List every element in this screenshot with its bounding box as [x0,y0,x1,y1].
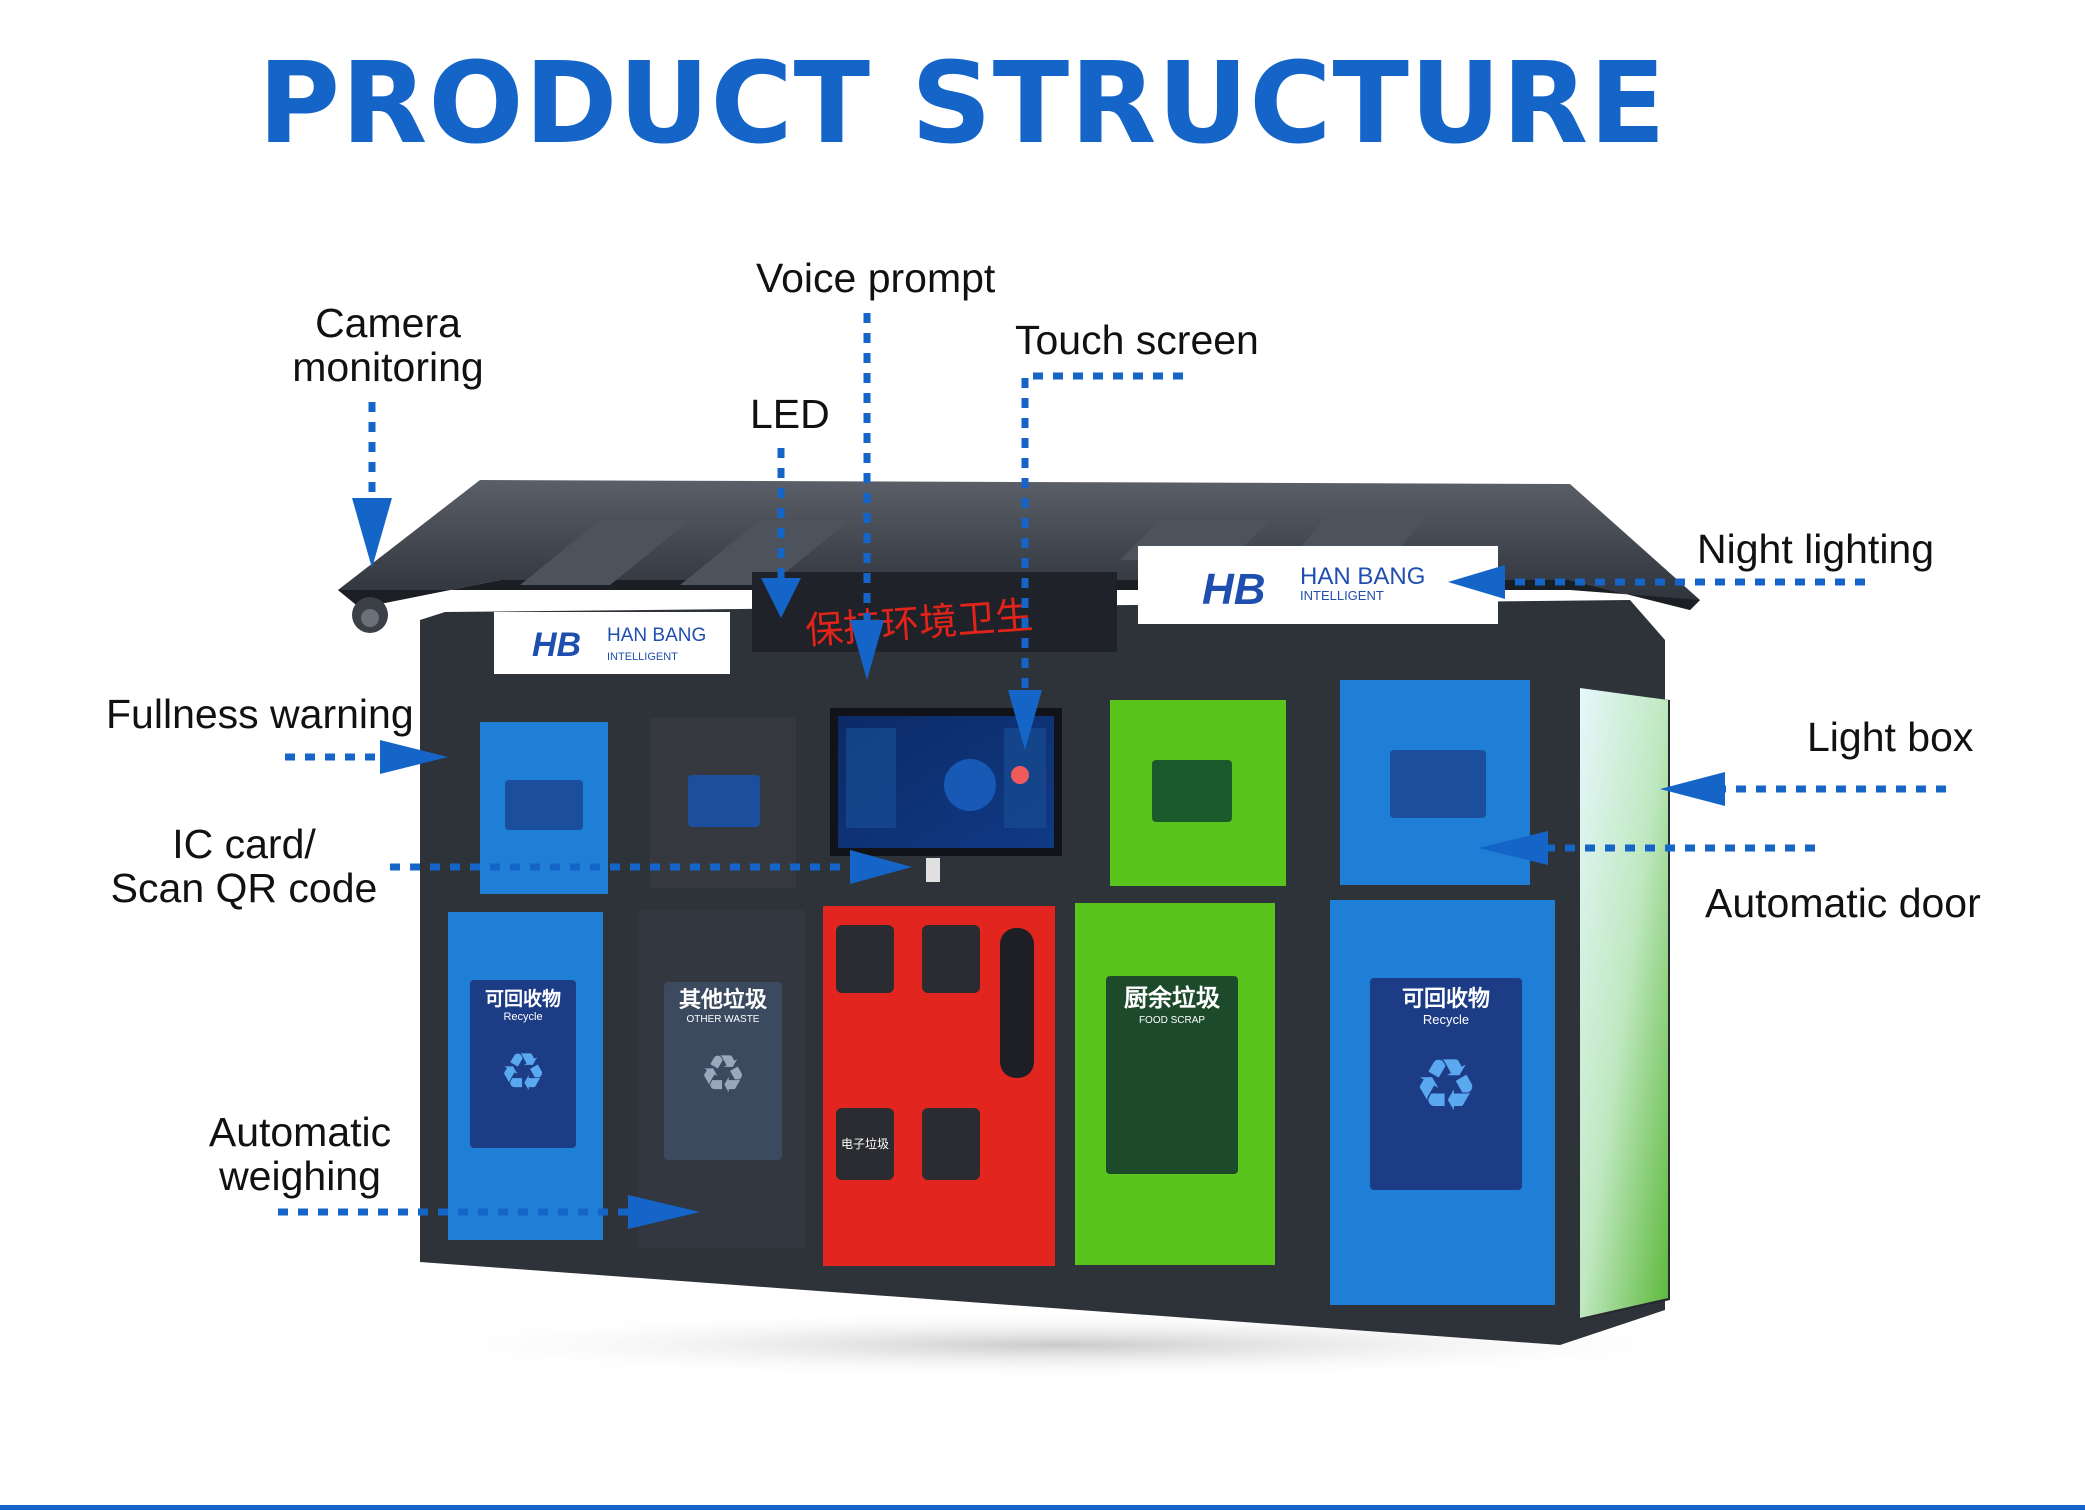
fullness-arrowhead [380,740,448,774]
brand-sub-left: INTELLIGENT [607,651,678,663]
page-title: PRODUCT STRUCTURE [258,39,1667,169]
touch-pointer-line [1021,372,1183,700]
label-ic-card: IC card/ Scan QR code [110,821,378,911]
battery-slot [1000,928,1034,1078]
brand-logo-right: HB [1202,565,1266,614]
hazard-box [922,1108,980,1180]
brand-name-right: HAN BANG [1300,563,1425,590]
bin-2-cn: 其他垃圾 [679,987,768,1012]
label-automatic-weighing: Automatic weighing [208,1109,392,1199]
brand-sub-right: INTELLIGENT [1300,588,1384,603]
bin-4-cn: 厨余垃圾 [1124,984,1220,1012]
brand-panel-left [494,612,730,674]
bin-1-en: Recycle [503,1011,542,1023]
label-fullness-warning: Fullness warning [106,691,414,737]
camera-arrowhead [352,498,392,568]
bin-4-en: FOOD SCRAP [1139,1015,1205,1026]
card-scanner [926,858,940,882]
bin-1-cn: 可回收物 [485,987,561,1010]
recycle-icon: ♻ [700,1046,747,1104]
label-touch-screen: Touch screen [1015,317,1259,363]
brand-panel-right [1138,546,1498,624]
ic-card-arrowhead [850,850,912,884]
bin-2-en: OTHER WASTE [687,1014,760,1025]
solar-panel [520,520,690,585]
bottom-accent-bar [0,1505,2085,1510]
label-voice-prompt: Voice prompt [756,255,996,301]
voice-arrowhead [850,620,884,680]
hazard-box-label: 电子垃圾 [841,1136,889,1151]
hazard-box [836,925,894,993]
label-camera-monitoring: Camera monitoring [292,300,484,390]
solar-panel [680,520,850,585]
led-arrowhead [761,578,801,618]
label-light-box: Light box [1807,714,1974,760]
recycle-icon: ♻ [1414,1046,1479,1126]
weighing-arrowhead [628,1195,700,1229]
recycle-icon: ♻ [500,1044,547,1102]
bin-5-en: Recycle [1423,1012,1469,1027]
led-strip [752,572,1117,652]
lightbox-arrowhead [1660,772,1725,806]
night-arrowhead [1448,565,1505,599]
label-automatic-door: Automatic door [1705,880,1981,926]
touch-arrowhead [1008,690,1042,750]
label-night-lighting: Night lighting [1697,526,1935,572]
bin-5-cn: 可回收物 [1402,986,1490,1011]
hazard-box [922,925,980,993]
brand-logo-left: HB [532,626,581,664]
label-led: LED [750,391,830,437]
hazard-box [836,1108,894,1180]
brand-name-left: HAN BANG [607,625,706,646]
auto-door-arrowhead [1478,831,1548,865]
